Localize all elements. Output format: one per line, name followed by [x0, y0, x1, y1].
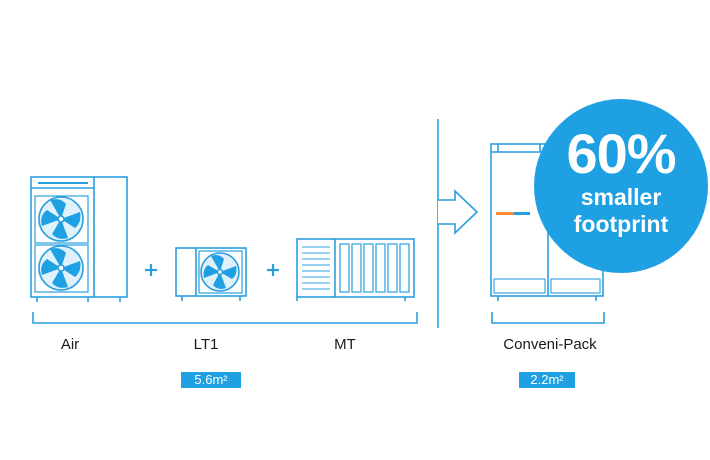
- arrow-right-icon: [438, 189, 479, 235]
- badge-percent: 60%: [566, 122, 676, 185]
- conveni-area-badge: 2.2m²: [519, 372, 575, 388]
- lt1-unit-illustration: [175, 247, 247, 301]
- badge-line-2: footprint: [573, 211, 669, 237]
- plus-icon: [267, 264, 279, 276]
- conveni-bracket: [491, 312, 605, 324]
- mt-unit-illustration: [296, 238, 415, 301]
- existing-area-badge: 5.6m²: [181, 372, 241, 388]
- mt-label: MT: [334, 336, 356, 353]
- plus-icon: [145, 264, 157, 276]
- air-unit-illustration: [30, 176, 128, 302]
- air-label: Air: [60, 336, 80, 353]
- group-bracket: [32, 312, 418, 324]
- footprint-reduction-badge: 60% smaller footprint: [534, 99, 708, 273]
- lt1-label: LT1: [193, 336, 219, 353]
- conveni-pack-label: Conveni-Pack: [503, 336, 597, 353]
- badge-line-1: smaller: [580, 184, 662, 210]
